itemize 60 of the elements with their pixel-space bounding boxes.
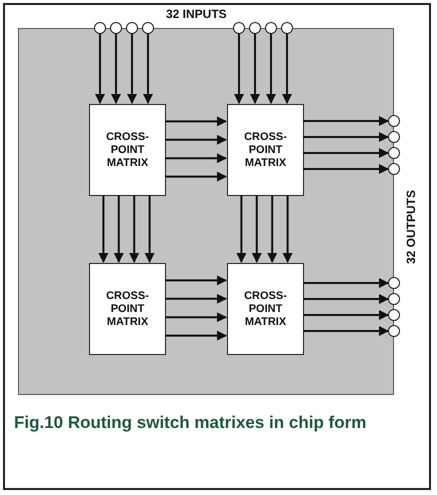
arrow (165, 330, 227, 341)
matrix-label: CROSS- POINT MATRIX (105, 130, 150, 170)
arrow (98, 195, 108, 263)
arrow (129, 195, 140, 263)
terminal-circle (388, 309, 400, 321)
terminal-circle (388, 131, 400, 143)
arrow (303, 326, 389, 336)
arrow (266, 34, 276, 104)
arrow (144, 195, 155, 263)
arrow (114, 195, 124, 263)
terminal-circle (249, 22, 261, 34)
matrix-box (227, 104, 304, 196)
arrow (303, 278, 389, 288)
chip-background (18, 28, 394, 395)
terminal-circle (388, 147, 400, 159)
arrow (303, 132, 389, 142)
terminal-circle (110, 22, 122, 34)
arrow (127, 34, 137, 104)
matrix-label: CROSS- POINT MATRIX (243, 290, 288, 328)
arrow (267, 195, 278, 263)
outputs-label: 32 OUTPUTS (404, 190, 418, 264)
arrow (165, 134, 227, 145)
inputs-label: 32 INPUTS (166, 7, 227, 21)
arrow (165, 153, 227, 164)
arrow (165, 312, 227, 322)
arrow (252, 195, 262, 263)
matrix-box (89, 263, 166, 355)
arrow (236, 195, 246, 263)
terminal-circle (126, 22, 138, 34)
matrix-label: CROSS- POINT MATRIX (243, 130, 288, 170)
arrow (250, 34, 260, 104)
arrow (165, 294, 227, 304)
terminal-circle (388, 115, 400, 127)
terminal-circle (281, 22, 293, 34)
terminal-circle (388, 325, 400, 337)
arrow (111, 34, 121, 104)
terminal-circle (388, 163, 400, 175)
matrix-label: CROSS- POINT MATRIX (105, 290, 150, 328)
arrow (95, 34, 105, 104)
figure-caption: Fig.10 Routing switch matrixes in chip form (14, 412, 368, 434)
arrow (143, 34, 153, 104)
arrow (282, 195, 293, 263)
arrow (303, 164, 389, 174)
arrow (234, 34, 244, 104)
terminal-circle (94, 22, 106, 34)
arrow (303, 116, 389, 126)
matrix-box (227, 263, 304, 355)
matrix-box (89, 104, 166, 196)
terminal-circle (388, 277, 400, 289)
arrow (165, 172, 227, 182)
arrow (165, 116, 227, 126)
arrow (165, 275, 227, 286)
arrow (303, 148, 389, 158)
arrow (303, 294, 389, 304)
terminal-circle (265, 22, 277, 34)
arrow (282, 34, 292, 104)
arrow (303, 310, 389, 320)
terminal-circle (233, 22, 245, 34)
terminal-circle (388, 293, 400, 305)
terminal-circle (142, 22, 154, 34)
